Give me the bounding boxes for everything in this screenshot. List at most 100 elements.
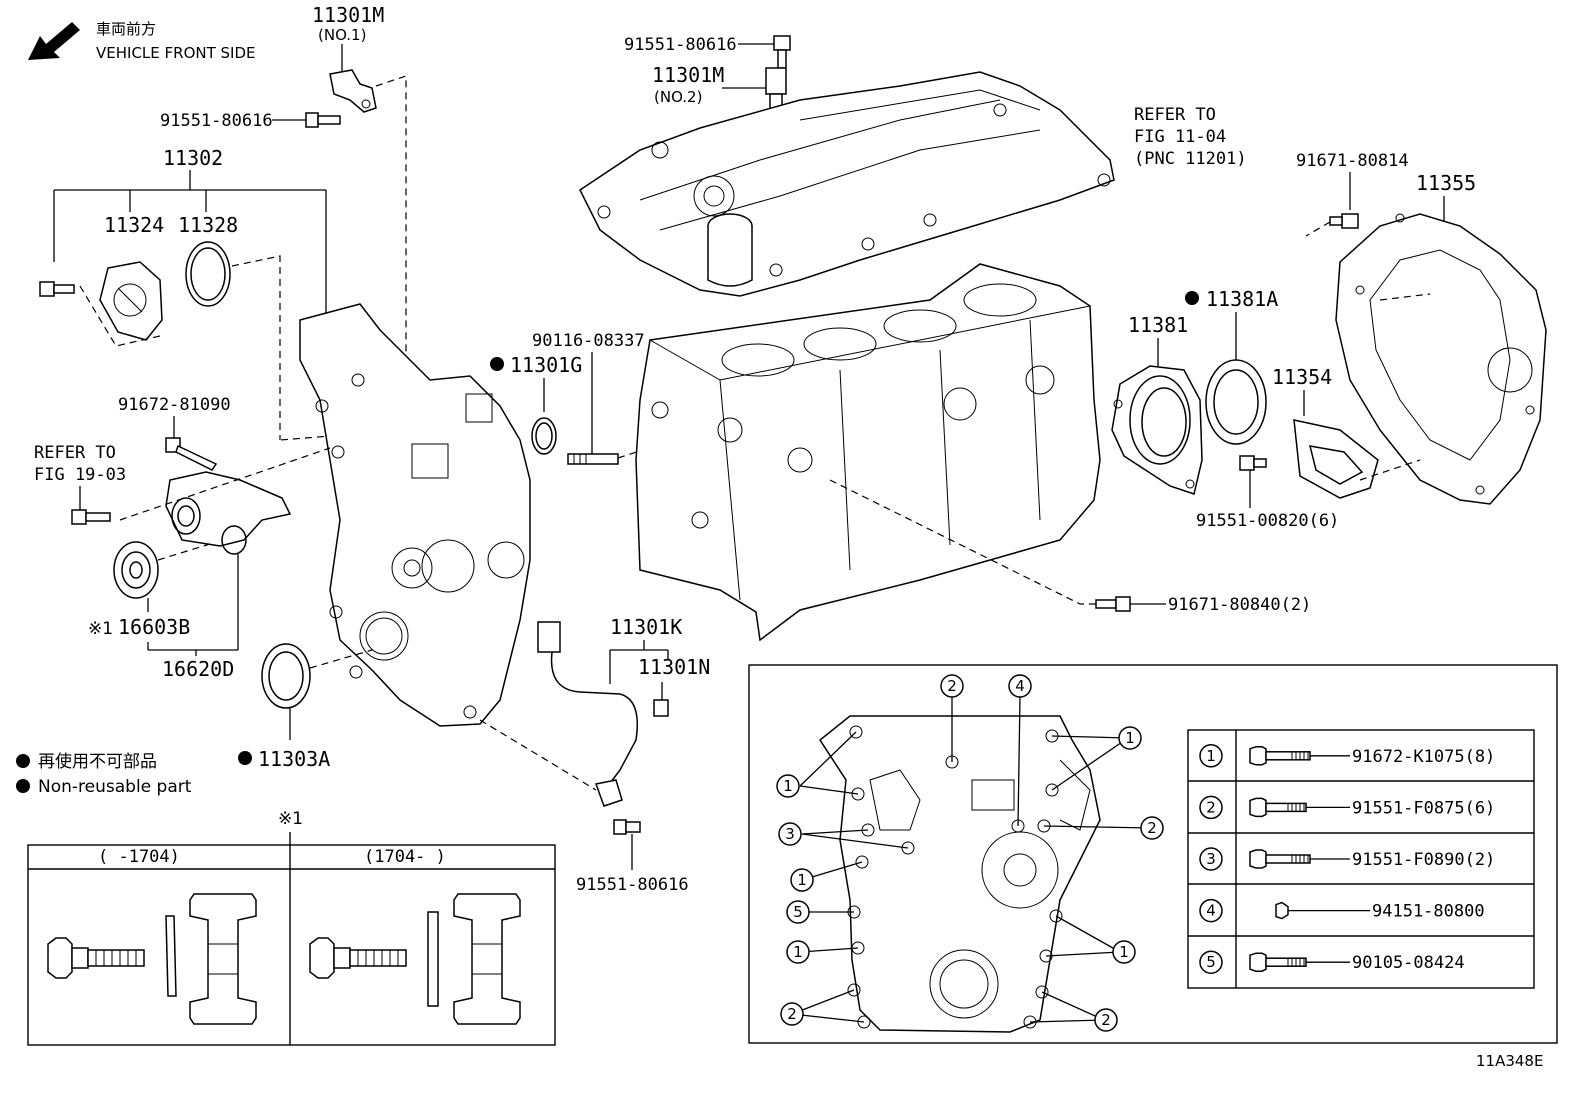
callout-16603B-mark: ※1 [88, 619, 113, 639]
bolt-icon [1249, 849, 1267, 869]
bolt-icon [1249, 952, 1267, 972]
bolt-91672-81090-part [165, 437, 218, 471]
callout-11381A[interactable]: 11381A [1206, 287, 1278, 311]
rear-oil-seal-11381A-part [1205, 359, 1267, 445]
callout-91551-80616-top[interactable]: 91551-80616 [624, 35, 737, 55]
callout-11301G[interactable]: 11301G [510, 353, 582, 377]
marker-1: 1 [1125, 729, 1135, 747]
refer-11-04-line2: FIG 11-04 [1134, 127, 1226, 147]
bolt-part-number[interactable]: 90105-08424 [1352, 953, 1465, 973]
marker-1: 1 [793, 943, 803, 961]
inset-timing-cover-part [819, 715, 1101, 1033]
bolt-number-marker [1199, 744, 1223, 768]
marker-1: 1 [797, 871, 807, 889]
bolt-number: 3 [1206, 850, 1216, 868]
legend-line-en: Non-reusable part [38, 777, 192, 797]
bolt-location-markers: 2 4 1 1 3 2 1 5 1 1 2 2 [776, 674, 1164, 1032]
marker-2: 2 [787, 1005, 797, 1023]
callout-11324[interactable]: 11324 [104, 213, 164, 237]
bolt-91671-80840-part [1095, 596, 1131, 612]
inset-variant-col1-label: ( -1704) [98, 847, 180, 867]
inset-variants-mark: ※1 [278, 809, 303, 829]
marker-3: 3 [785, 825, 795, 843]
clip-11301N-part [653, 699, 669, 717]
bolt-part-number[interactable]: 91672-K1075(8) [1352, 747, 1495, 767]
callout-91672-81090[interactable]: 91672-81090 [118, 395, 231, 415]
plate-11354-part [1293, 419, 1379, 499]
callout-11301M-no2[interactable]: 11301M [652, 63, 724, 87]
timing-chain-cover-part [299, 303, 531, 727]
direction-label-jp: 車両前方 [96, 20, 156, 38]
idler-pulley-16603B-part [113, 541, 159, 599]
callout-11301K[interactable]: 11301K [610, 615, 682, 639]
callout-90116-08337[interactable]: 90116-08337 [532, 331, 645, 351]
refer-19-03-line2: FIG 19-03 [34, 465, 126, 485]
figure-code: 11A348E [1476, 1052, 1543, 1070]
callout-11381[interactable]: 11381 [1128, 313, 1188, 337]
o-ring-11301G-part [531, 417, 557, 455]
non-reusable-dot-icon [490, 357, 504, 371]
bolt-number: 2 [1206, 798, 1216, 816]
bolt-number: 4 [1206, 902, 1216, 920]
callout-11301N[interactable]: 11301N [638, 655, 710, 679]
callout-11301M-no2-sub: (NO.2) [654, 88, 702, 106]
end-plate-11355-part [1335, 213, 1547, 505]
inset-variant-col2-label: (1704- ) [364, 847, 446, 867]
marker-4: 4 [1015, 677, 1025, 695]
marker-2: 2 [1101, 1011, 1111, 1029]
bolt-91551-00820-part [1239, 455, 1267, 471]
knock-sensor-11301K-part [537, 621, 638, 807]
bolt-91551-80616-b-part [613, 819, 641, 835]
non-reusable-dot-icon [238, 751, 252, 765]
variant-old-bolt-part [47, 937, 145, 979]
callout-11303A[interactable]: 11303A [258, 747, 330, 771]
oil-seal-11303A-part [261, 643, 311, 709]
v-belt-tensioner-part [165, 471, 292, 555]
callout-16620D[interactable]: 16620D [162, 657, 234, 681]
bolt-part-number[interactable]: 94151-80800 [1372, 902, 1485, 922]
bolt-number: 1 [1206, 747, 1216, 765]
direction-label-en: VEHICLE FRONT SIDE [96, 44, 256, 62]
bolt-table-row: 3 91551-F0890(2) [1199, 847, 1495, 871]
vehicle-front-arrow-icon [28, 22, 80, 60]
variant-new-pulley-part [453, 893, 521, 1025]
callout-11355[interactable]: 11355 [1416, 171, 1476, 195]
callout-11302[interactable]: 11302 [163, 146, 223, 170]
bolt-icon [1249, 797, 1267, 818]
bolt-part-number[interactable]: 91551-F0890(2) [1352, 850, 1495, 870]
callout-91671-80814[interactable]: 91671-80814 [1296, 151, 1409, 171]
legend-dot-icon [16, 779, 30, 793]
callout-11354[interactable]: 11354 [1272, 365, 1332, 389]
callout-91551-80616-a[interactable]: 91551-80616 [160, 111, 273, 131]
callout-11301M-no1-sub: (NO.1) [318, 26, 366, 44]
bolt-table-row: 1 91672-K1075(8) [1199, 744, 1495, 768]
callout-16603B[interactable]: 16603B [118, 615, 190, 639]
bolt-table [1187, 729, 1535, 989]
legend-dot-icon [16, 754, 30, 768]
marker-2: 2 [1147, 819, 1157, 837]
bolt-part-number[interactable]: 91551-F0875(6) [1352, 798, 1495, 818]
bolt-91551-80616-a-part [305, 112, 341, 128]
inset-bolt-location-box [748, 664, 1558, 1044]
bolt-number-marker [1199, 795, 1223, 820]
bolt-number: 5 [1206, 953, 1216, 971]
callout-11328[interactable]: 11328 [178, 213, 238, 237]
marker-5: 5 [793, 903, 803, 921]
bolt-11302-part [39, 281, 75, 297]
callout-91551-00820[interactable]: 91551-00820(6) [1196, 511, 1339, 531]
oil-seal-retainer-11381-part [1111, 365, 1203, 495]
callout-11301M-no1[interactable]: 11301M [312, 3, 384, 27]
bolt-number-marker [1199, 898, 1223, 923]
callout-91671-80840[interactable]: 91671-80840(2) [1168, 595, 1311, 615]
variant-new-spacer-part [427, 911, 439, 1007]
bolt-icon [1249, 746, 1267, 766]
cylinder-head-cover-part [579, 71, 1115, 297]
bolt-table-row: 2 91551-F0875(6) [1199, 795, 1495, 820]
bolt-refer-19-03-part [71, 509, 111, 525]
marker-1: 1 [783, 777, 793, 795]
bolt-91671-80814-part [1329, 213, 1359, 229]
callout-91551-80616-b[interactable]: 91551-80616 [576, 875, 689, 895]
refer-11-04-line1: REFER TO [1134, 105, 1216, 125]
